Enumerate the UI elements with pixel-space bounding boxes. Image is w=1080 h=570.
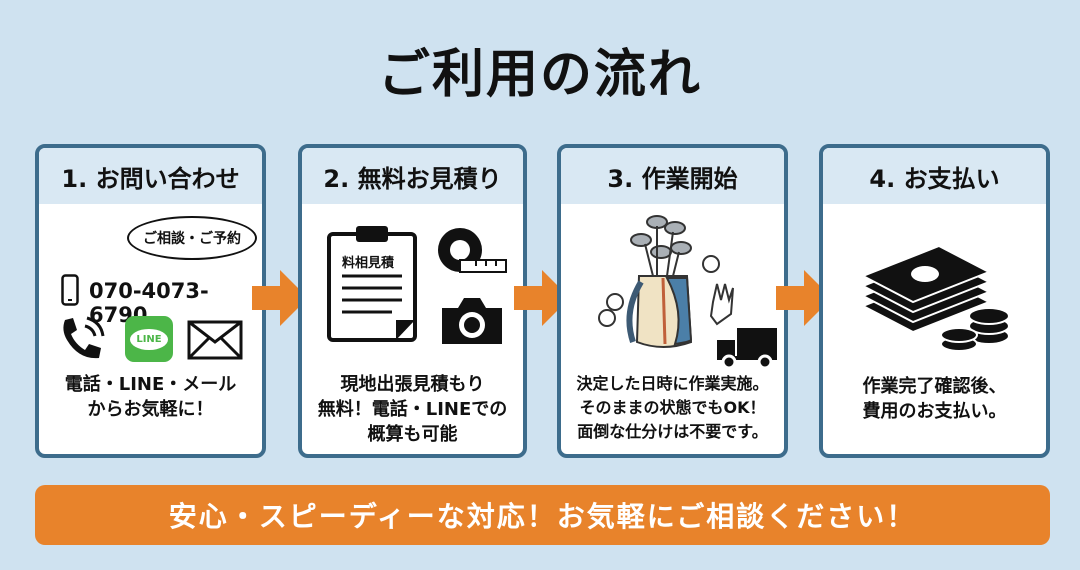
phone-call-icon bbox=[63, 316, 105, 359]
page-title: ご利用の流れ bbox=[377, 45, 702, 105]
mail-icon bbox=[187, 320, 243, 360]
desc-line: 現地出張見積もり bbox=[340, 374, 485, 395]
desc-line: そのままの状態でもOK！ bbox=[579, 398, 766, 417]
desc-line: 電話・LINE・メール bbox=[64, 374, 237, 395]
step-card-work: 3. 作業開始 決定した日時に作業実施。そのままの状態でもOK！ 面倒な仕分けは不… bbox=[557, 144, 788, 458]
desc-line: 作業完了確認後、 bbox=[862, 376, 1007, 397]
desc-line: 概算も可能 bbox=[367, 424, 458, 445]
truck-icon bbox=[717, 328, 777, 370]
step-card-payment: 4. お支払い 作業完了確認後、費用のお支払い。 bbox=[819, 144, 1050, 458]
cta-banner: 安心・スピーディーな対応！お気軽にご相談ください！ bbox=[35, 485, 1050, 545]
step-card-estimate: 2. 無料お見積り 料相見積 現地出張見積もり無料！電話・LINEでの概算も可能 bbox=[298, 144, 527, 458]
camera-icon bbox=[442, 298, 502, 344]
golf-ball-icon bbox=[598, 309, 616, 327]
step-heading: 1. お問い合わせ bbox=[39, 148, 262, 204]
arrow-icon bbox=[514, 270, 570, 326]
step-heading: 2. 無料お見積り bbox=[302, 148, 523, 204]
smartphone-icon bbox=[61, 274, 79, 306]
golf-bag-icon bbox=[606, 215, 734, 348]
clipboard-icon bbox=[327, 226, 417, 342]
step-card-contact: 1. お問い合わせ ご相談・ご予約 070-4073-6790 LINE 電話・… bbox=[35, 144, 266, 458]
phone-number[interactable]: 070-4073-6790 bbox=[89, 279, 209, 327]
money-icon bbox=[860, 244, 1010, 352]
arrow-icon bbox=[776, 270, 832, 326]
step-heading: 4. お支払い bbox=[823, 148, 1046, 204]
speech-bubble: ご相談・ご予約 bbox=[127, 216, 257, 260]
document-label: 料相見積 bbox=[342, 256, 395, 271]
desc-line: 費用のお支払い。 bbox=[862, 401, 1007, 422]
tape-measure-icon bbox=[438, 228, 507, 273]
desc-line: からお気軽に！ bbox=[87, 399, 214, 420]
desc-line: 決定した日時に作業実施。 bbox=[576, 374, 769, 393]
step-heading: 3. 作業開始 bbox=[561, 148, 784, 204]
arrow-icon bbox=[252, 270, 308, 326]
line-icon[interactable]: LINE bbox=[125, 316, 173, 362]
desc-line: 面倒な仕分けは不要です。 bbox=[577, 422, 768, 441]
desc-line: 無料！電話・LINEでの bbox=[317, 399, 508, 420]
